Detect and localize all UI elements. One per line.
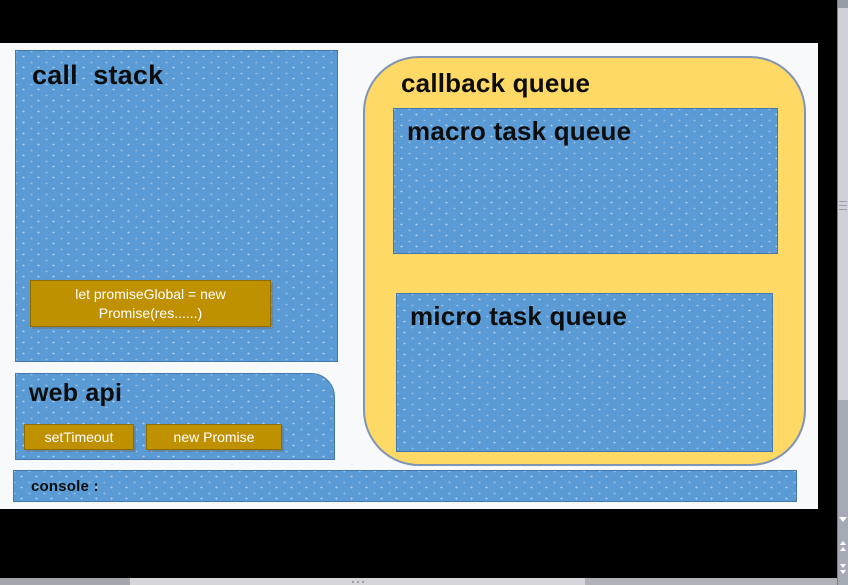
scroll-down-button[interactable] — [838, 510, 848, 528]
promise-global-line1: let promiseGlobal = new — [75, 285, 226, 302]
double-chevron-down-icon — [840, 564, 846, 568]
vertical-scrollbar-thumb[interactable] — [838, 8, 848, 400]
macro-task-queue-title: macro task queue — [407, 116, 632, 146]
micro-task-queue-title: micro task queue — [410, 301, 628, 331]
promise-global-line2: Promise(res......) — [98, 304, 203, 321]
callback-queue-panel[interactable]: callback queue macro task queue micro ta… — [363, 56, 806, 466]
console-bar[interactable]: console : — [13, 470, 797, 502]
call-stack-box[interactable]: call stack let promiseGlobal = new Promi… — [15, 50, 338, 362]
scrollbar-top-cap — [838, 0, 848, 8]
settimeout-button[interactable]: setTimeout — [24, 424, 134, 450]
console-label: console : — [31, 477, 99, 495]
web-api-box[interactable]: web api setTimeout new Promise — [15, 373, 335, 460]
horizontal-scrollbar[interactable] — [0, 578, 837, 585]
previous-slide-button[interactable] — [838, 537, 848, 555]
horizontal-scrollbar-thumb[interactable] — [130, 578, 585, 585]
next-slide-button[interactable] — [838, 560, 848, 578]
new-promise-button[interactable]: new Promise — [146, 424, 282, 450]
micro-task-queue-box[interactable]: micro task queue — [396, 293, 773, 452]
scrollbar-grip — [839, 198, 847, 213]
horizontal-scrollbar-track-left[interactable] — [0, 578, 130, 585]
promise-global-shape[interactable]: let promiseGlobal = new Promise(res.....… — [30, 280, 271, 327]
web-api-title: web api — [29, 379, 123, 407]
chevron-down-icon — [839, 516, 847, 522]
callback-queue-title: callback queue — [401, 68, 591, 98]
call-stack-title: call stack — [32, 60, 164, 90]
vertical-scrollbar[interactable] — [837, 0, 848, 585]
macro-task-queue-box[interactable]: macro task queue — [393, 108, 778, 254]
slide-canvas[interactable]: call stack let promiseGlobal = new Promi… — [0, 43, 818, 509]
double-chevron-up-icon — [840, 541, 846, 545]
